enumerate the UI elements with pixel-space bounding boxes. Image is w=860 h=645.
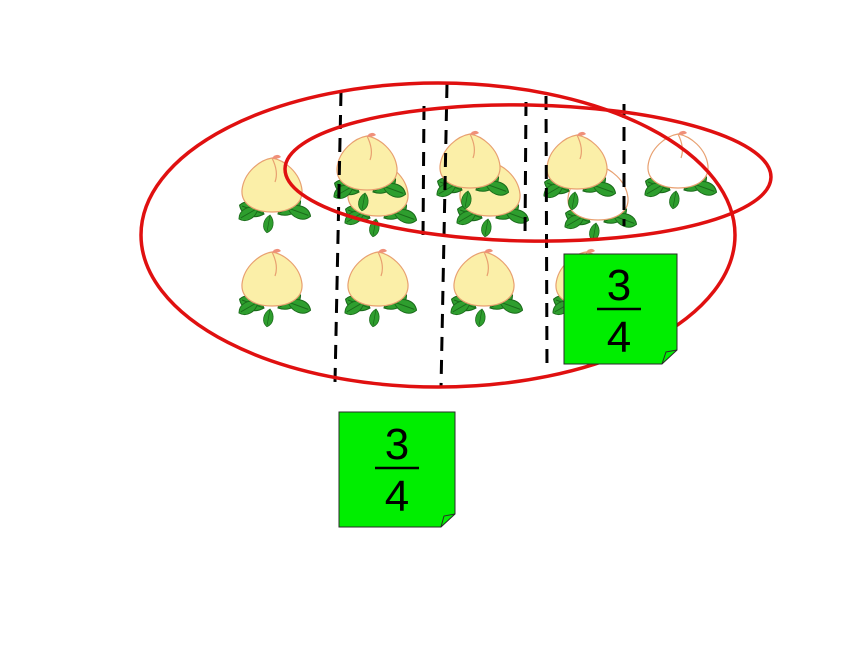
fraction-denominator: 4 <box>607 313 631 362</box>
divider-line <box>544 95 549 373</box>
peach-icon <box>448 249 525 328</box>
ellipse-outer <box>139 81 737 389</box>
fraction-note-lower: 3 4 <box>338 411 456 528</box>
peach-icon <box>236 249 313 328</box>
fraction-numerator: 3 <box>607 261 631 310</box>
fraction-note-upper: 3 4 <box>563 253 678 365</box>
peach-icon <box>342 249 419 328</box>
ellipse-inner <box>283 103 773 243</box>
fraction-denominator: 4 <box>385 472 409 521</box>
dashed-dividers <box>333 83 626 389</box>
divider-line <box>333 91 343 383</box>
divider-line <box>439 83 449 389</box>
fraction-numerator: 3 <box>385 420 409 469</box>
group-ellipses <box>139 81 773 389</box>
divider-line <box>421 105 426 239</box>
